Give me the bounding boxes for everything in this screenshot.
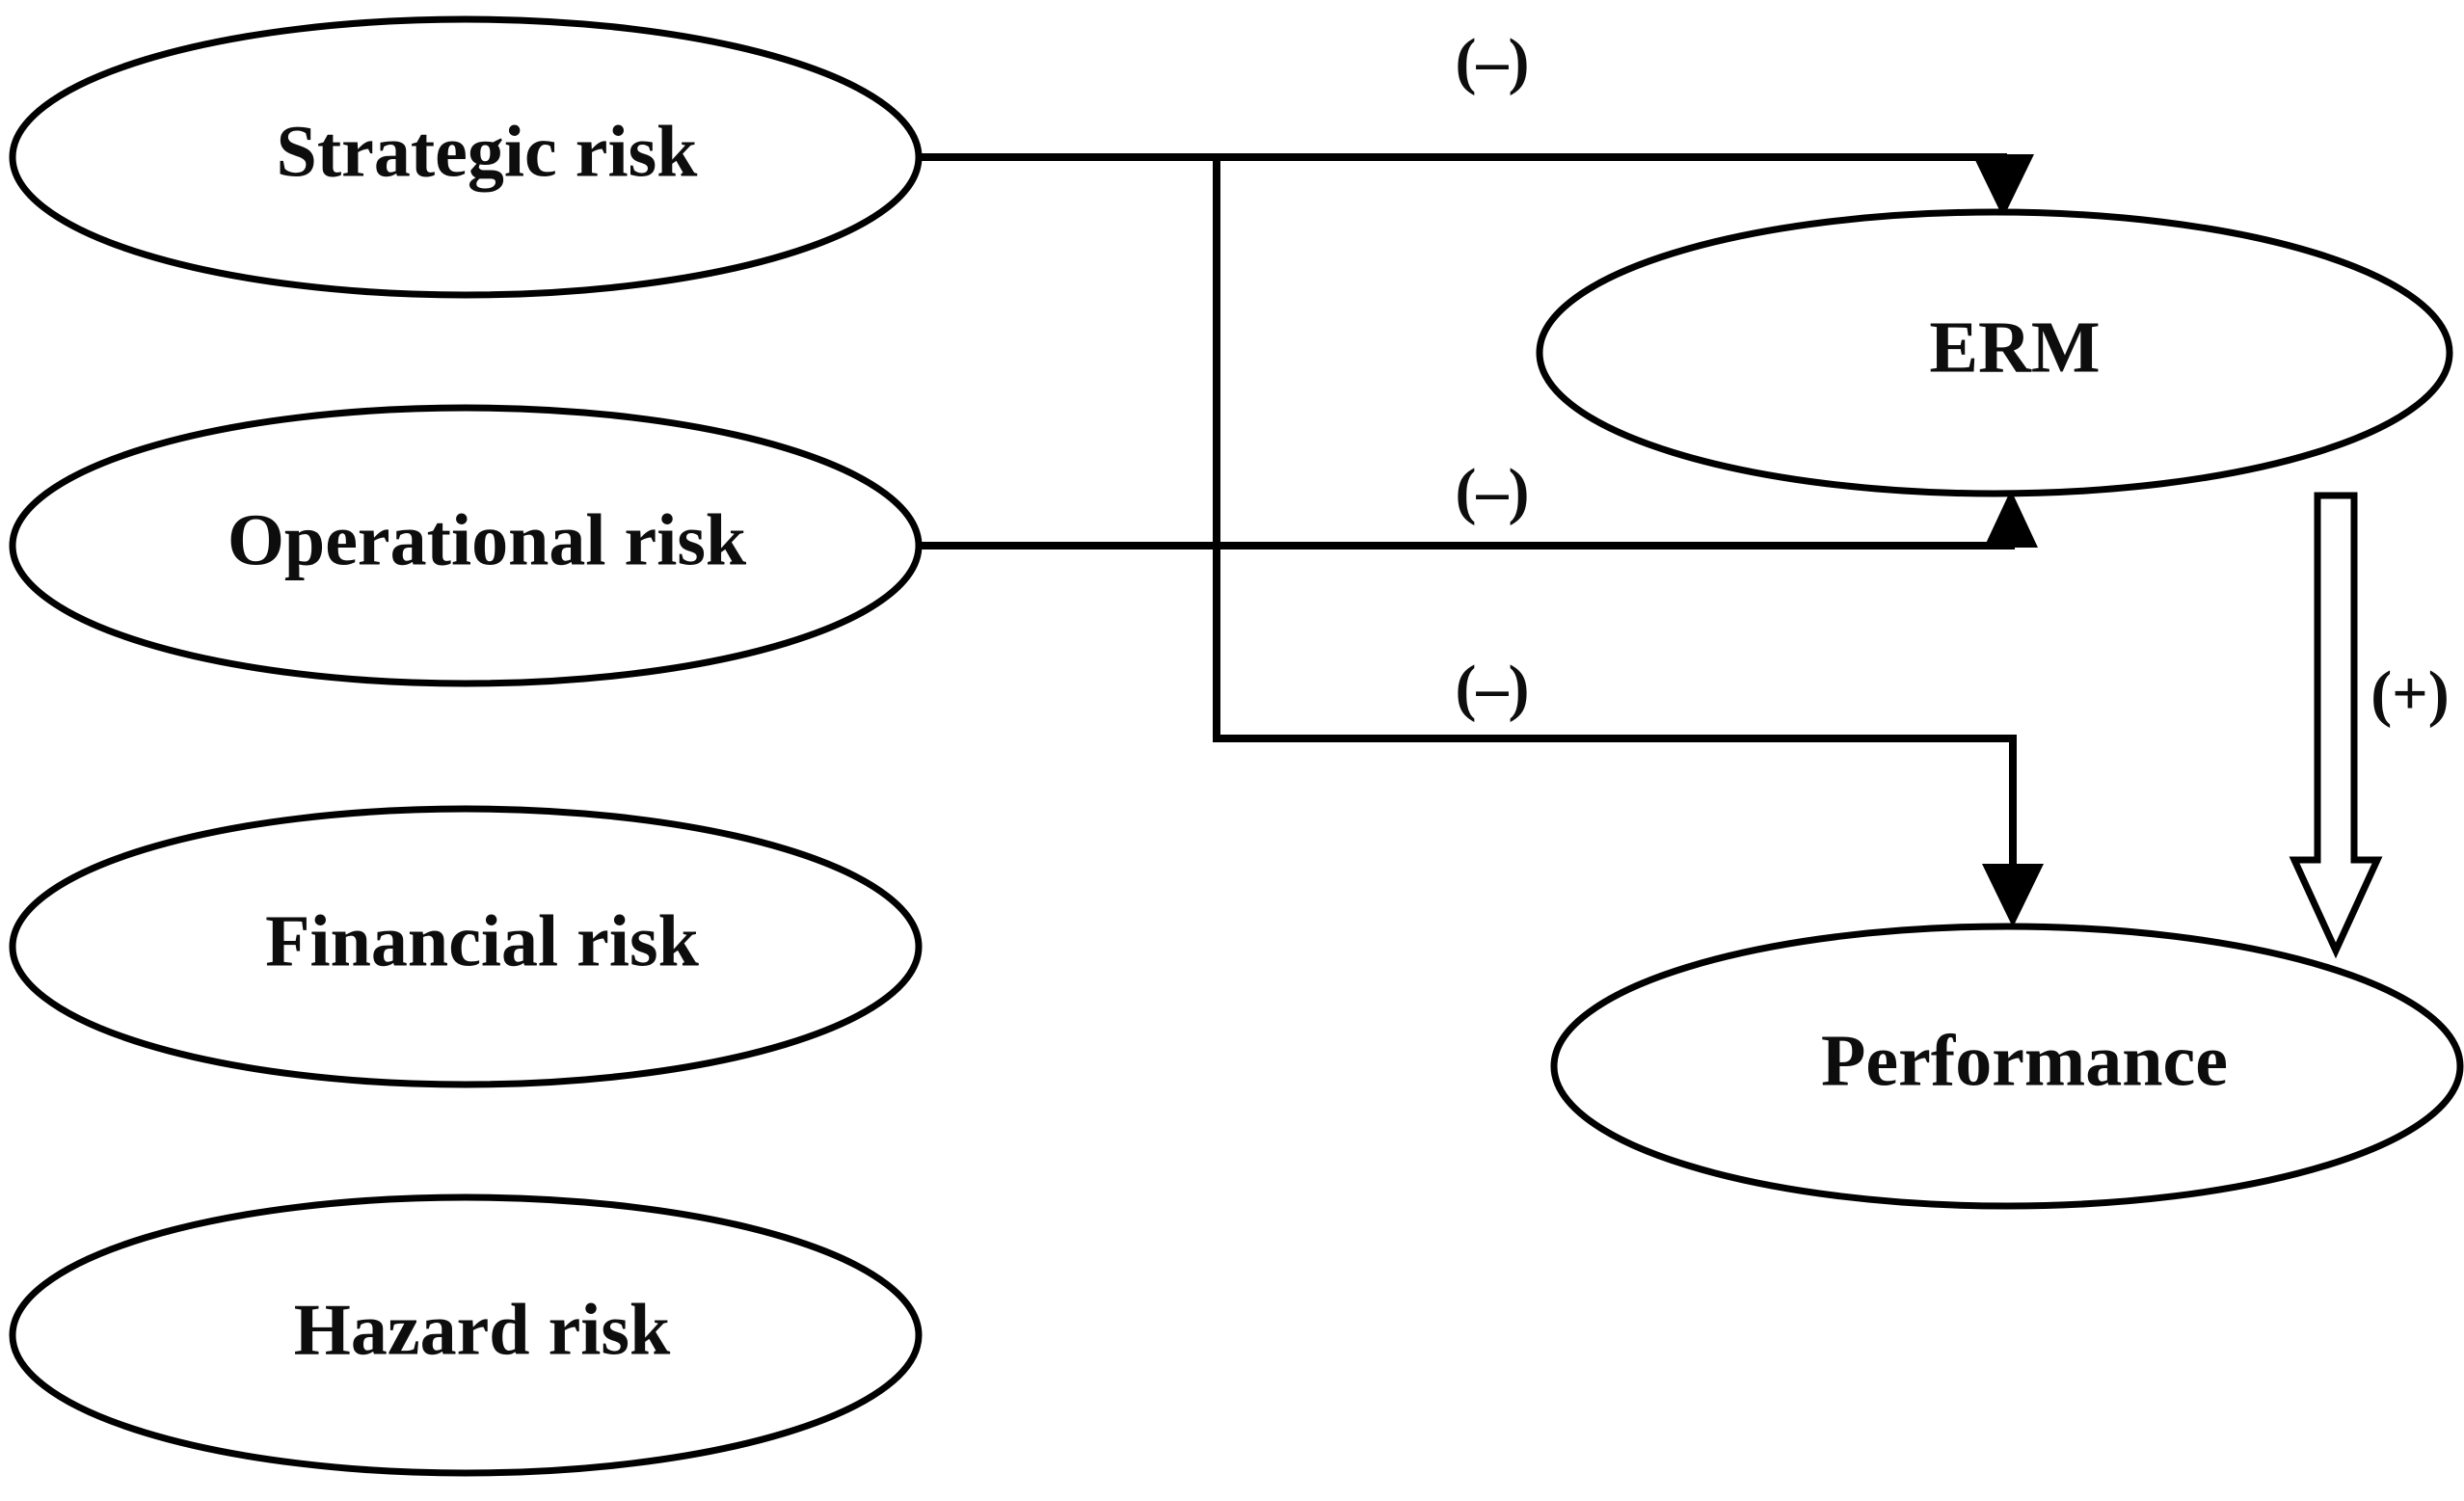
node-operational-risk-label: Operational risk bbox=[228, 499, 747, 580]
node-strategic-risk-ellipse[interactable] bbox=[9, 15, 923, 299]
node-erm-label: ERM bbox=[1929, 307, 2100, 388]
edge-operational-to-erm-arrowhead bbox=[1984, 490, 2038, 548]
node-strategic-risk[interactable]: Strategic risk bbox=[9, 15, 923, 299]
edge-sign-operational-to-erm: (–) bbox=[1456, 456, 1530, 526]
edge-sign-erm-to-performance: (+) bbox=[2370, 658, 2450, 729]
edge-operational-to-erm bbox=[918, 490, 2038, 549]
node-erm-ellipse[interactable] bbox=[1536, 208, 2453, 497]
edge-erm-to-performance-hollow-arrow bbox=[2289, 492, 2383, 959]
edge-strategic-to-erm bbox=[918, 153, 2034, 218]
node-financial-risk-ellipse[interactable] bbox=[9, 805, 923, 1088]
edge-risk-to-performance-arrowhead bbox=[1982, 864, 2044, 927]
edge-strategic-to-erm-line bbox=[918, 153, 2007, 189]
node-performance-ellipse[interactable] bbox=[1550, 923, 2464, 1210]
edge-strategic-to-erm-arrowhead bbox=[1972, 154, 2034, 218]
node-strategic-risk-label: Strategic risk bbox=[277, 111, 699, 192]
node-erm[interactable]: ERM bbox=[1536, 208, 2453, 497]
node-operational-risk[interactable]: Operational risk bbox=[9, 404, 923, 687]
edge-risk-to-performance bbox=[1213, 735, 2044, 927]
edge-sign-risk-to-performance: (–) bbox=[1456, 653, 1530, 723]
edge-erm-to-performance bbox=[2289, 492, 2383, 959]
node-financial-risk-label: Financial risk bbox=[265, 900, 699, 981]
node-hazard-risk[interactable]: Hazard risk bbox=[9, 1193, 923, 1477]
node-performance[interactable]: Performance bbox=[1550, 923, 2464, 1210]
node-operational-risk-ellipse[interactable] bbox=[9, 404, 923, 687]
node-performance-label: Performance bbox=[1821, 1020, 2228, 1101]
node-hazard-risk-ellipse[interactable] bbox=[9, 1193, 923, 1477]
node-hazard-risk-label: Hazard risk bbox=[294, 1289, 671, 1370]
edge-sign-strategic-to-erm: (–) bbox=[1456, 26, 1530, 96]
edge-risk-to-performance-line bbox=[1213, 735, 2017, 897]
node-financial-risk[interactable]: Financial risk bbox=[9, 805, 923, 1088]
